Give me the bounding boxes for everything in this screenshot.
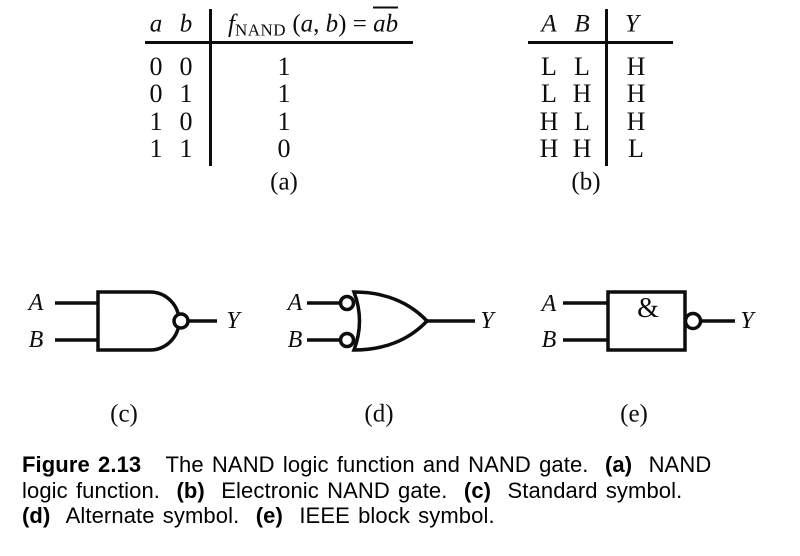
subfigure-label-a: (a) — [270, 168, 298, 196]
table-a-header-b: b — [179, 10, 193, 38]
table-b-cell: H — [539, 134, 559, 163]
table-a-cell: 1 — [149, 107, 163, 136]
table-a-cell: 1 — [277, 107, 291, 136]
table-b-cell: H — [626, 52, 646, 81]
table-b-horizontal-rule — [528, 41, 673, 44]
arg-a: a — [300, 10, 314, 38]
inversion-bubble-icon — [683, 311, 703, 331]
subfigure-label-c: (c) — [110, 400, 138, 428]
gate-e-output-label: Y — [740, 308, 754, 334]
table-b-cell: L — [541, 52, 557, 81]
table-a-cell: 1 — [277, 79, 291, 108]
and-ampersand-symbol: & — [637, 293, 659, 324]
caption-bold-segment: (e) — [255, 503, 283, 528]
table-a-cell: 0 — [149, 52, 163, 81]
table-a-cell: 0 — [277, 134, 291, 163]
table-b-cell: L — [574, 107, 590, 136]
table-b-vertical-rule — [605, 9, 608, 166]
gate-e-input-b-label: B — [541, 327, 557, 353]
caption-segment: Standard symbol. — [491, 477, 683, 503]
gate-d-input-b-label: B — [287, 327, 303, 353]
table-b-header-Y: Y — [625, 10, 639, 38]
table-b-cell: L — [628, 134, 644, 163]
caption-line-1: Figure 2.13 The NAND logic function and … — [22, 452, 711, 478]
figure-caption: Figure 2.13 The NAND logic function and … — [22, 452, 711, 529]
and-gate-body — [96, 290, 181, 352]
table-b-cell: L — [541, 79, 557, 108]
arg-b: b — [325, 10, 339, 38]
input-bubble-b-icon — [338, 331, 356, 349]
not-overline: ab — [373, 6, 399, 38]
caption-segment: Electronic NAND gate. — [204, 477, 464, 503]
table-a-header-a: a — [149, 10, 163, 38]
gate-d-input-a-label: A — [287, 290, 303, 316]
gate-d-output-label: Y — [480, 308, 494, 334]
caption-bold-segment: (d) — [22, 503, 51, 528]
table-b-cell: L — [574, 52, 590, 81]
table-a-vertical-rule — [209, 9, 212, 166]
f-nand-expression: fNAND (a, b) = ab — [228, 6, 399, 40]
caption-line-2: logic function. (b) Electronic NAND gate… — [22, 478, 711, 504]
caption-bold-segment: (c) — [463, 477, 492, 503]
ab-term: ab — [373, 10, 399, 38]
table-a-cell: 0 — [179, 107, 193, 136]
table-b-cell: H — [539, 107, 559, 136]
f-symbol: f — [228, 10, 235, 38]
table-a-cell: 1 — [149, 134, 163, 163]
table-b-header-B: B — [574, 10, 590, 38]
caption-segment: Alternate symbol. — [50, 503, 256, 528]
gate-c-input-b-label: B — [28, 327, 44, 353]
table-b-cell: H — [572, 79, 592, 108]
table-b-cell: H — [572, 134, 592, 163]
or-gate-body — [351, 290, 430, 352]
gate-c-input-a-label: A — [28, 290, 44, 316]
input-bubble-a-icon — [338, 294, 356, 312]
table-a-horizontal-rule — [145, 41, 413, 44]
table-a-cell: 0 — [179, 52, 193, 81]
gate-e-input-a-label: A — [541, 291, 557, 317]
subfigure-label-d: (d) — [364, 400, 394, 428]
caption-bold-segment: Figure 2.13 — [22, 452, 142, 477]
table-b-cell: H — [626, 107, 646, 136]
caption-segment: NAND — [632, 452, 712, 477]
table-b-cell: H — [626, 79, 646, 108]
table-b-header-A: A — [541, 10, 557, 38]
caption-segment: logic function. — [22, 477, 177, 503]
caption-bold-segment: (a) — [604, 452, 633, 477]
standard-nand-drawing — [55, 290, 217, 352]
caption-bold-segment: (b) — [176, 477, 205, 503]
nand-subscript: NAND — [234, 20, 287, 40]
open-paren: ( — [286, 10, 301, 38]
table-a-cell: 1 — [179, 134, 193, 163]
subfigure-label-b: (b) — [571, 168, 601, 196]
caption-segment: IEEE block symbol. — [282, 503, 495, 528]
alternate-nand-drawing — [307, 290, 475, 352]
table-a-cell: 0 — [149, 79, 163, 108]
ieee-nand-drawing — [563, 290, 735, 352]
equals: ) = — [338, 10, 374, 38]
comma: , — [313, 10, 326, 38]
table-a-cell: 1 — [179, 79, 193, 108]
inversion-bubble-icon — [172, 312, 190, 330]
caption-line-3: (d) Alternate symbol. (e) IEEE block sym… — [22, 503, 711, 529]
caption-segment: The NAND logic function and NAND gate. — [141, 452, 605, 477]
gate-c-output-label: Y — [226, 308, 240, 334]
table-a-cell: 1 — [277, 52, 291, 81]
subfigure-label-e: (e) — [620, 400, 648, 428]
